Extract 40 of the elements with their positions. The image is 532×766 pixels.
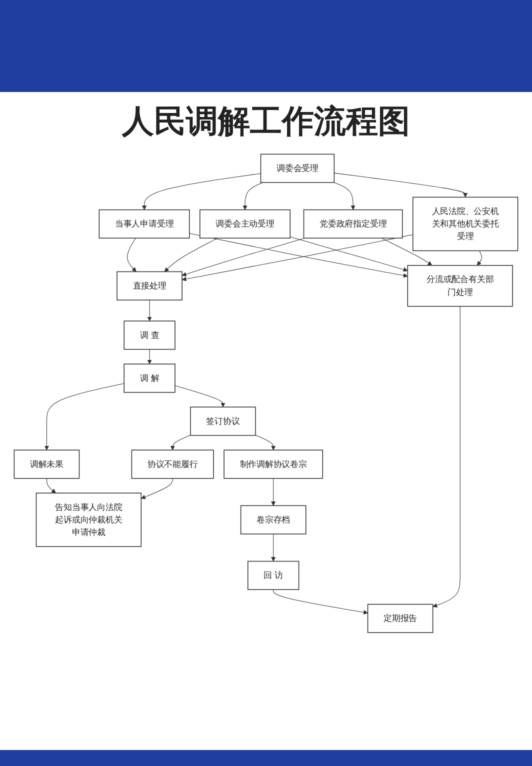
node-box: 签订协议	[190, 406, 256, 436]
arrow	[164, 238, 218, 272]
arrow	[44, 383, 124, 450]
node-box: 制作调解协议卷宗	[224, 450, 324, 479]
node-box: 卷宗存档	[240, 505, 306, 534]
arrow	[142, 173, 262, 210]
node-box: 调 解	[124, 364, 176, 393]
arrow	[147, 300, 152, 322]
node-box: 调委会受理	[260, 154, 335, 183]
title: 人民调解工作流程图	[120, 101, 411, 142]
arrow	[334, 182, 356, 210]
arrow	[334, 172, 468, 198]
arrow	[273, 589, 368, 615]
node-box: 回 访	[247, 560, 300, 590]
node-box: 当事人申请受理	[98, 209, 190, 239]
arrow	[140, 478, 173, 500]
arrow	[290, 236, 408, 272]
node-box: 党委政府指定受理	[303, 209, 403, 239]
arrow	[46, 478, 56, 494]
node-box: 告知当事人向法院起诉或向仲裁机关申请仲裁	[36, 492, 142, 547]
arrow	[476, 250, 482, 266]
arrow	[174, 385, 226, 408]
arrow	[182, 238, 305, 276]
arrow	[255, 434, 276, 450]
arrow	[147, 349, 152, 364]
arrow	[271, 478, 276, 506]
node-box: 调委会主动受理	[200, 209, 291, 239]
arrow	[271, 534, 276, 562]
node-box: 调 查	[124, 320, 176, 350]
arrow	[127, 238, 136, 272]
node-box: 直接处理	[116, 271, 182, 300]
arrow	[381, 238, 432, 266]
node-box: 人民法院、公安机关和其他机关委托受理	[412, 196, 518, 252]
node-box: 分流或配合有关部门处理	[407, 265, 513, 307]
arrow	[432, 306, 460, 608]
node-box: 协议不能履行	[131, 450, 214, 479]
node-box: 定期报告	[367, 604, 434, 633]
arrow	[170, 434, 191, 450]
arrow	[242, 182, 264, 210]
node-box: 调解未果	[14, 450, 80, 479]
